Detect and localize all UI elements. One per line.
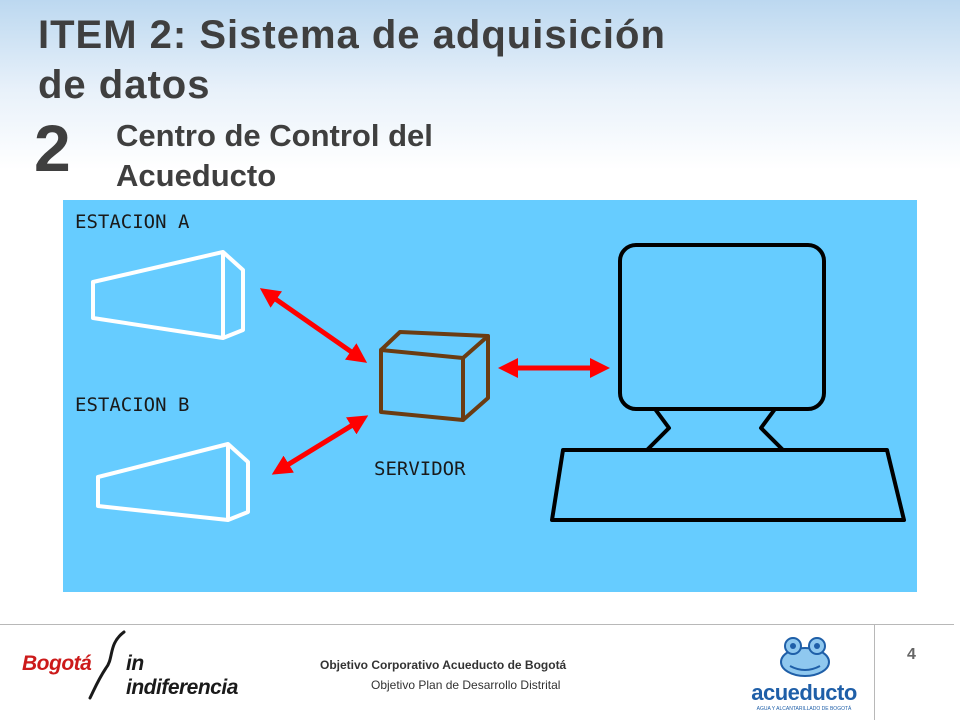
station-a-icon — [91, 250, 245, 340]
slide-subtitle: Centro de Control del Acueducto — [116, 116, 433, 196]
arrow-station-b-server — [271, 415, 369, 475]
logo-wordmark: acueducto — [751, 680, 857, 705]
slide-subtitle-line2: Acueducto — [116, 158, 277, 193]
page-number: 4 — [907, 646, 916, 663]
slide-title-line1: ITEM 2: Sistema de adquisición — [38, 13, 666, 57]
arrow-station-a-server — [259, 288, 368, 363]
footer-corporate-objective: Objetivo Corporativo Acueducto de Bogotá — [320, 658, 567, 672]
station-a-label: ESTACION A — [75, 211, 190, 233]
slide-title-line2: de datos — [38, 63, 211, 107]
footer-vertical-divider — [874, 624, 875, 720]
keyboard-icon — [550, 448, 906, 522]
bogota-brand: Bogotá in indiferencia — [22, 628, 242, 700]
server-box-icon — [379, 330, 490, 422]
server-label: SERVIDOR — [374, 458, 466, 480]
item-number: 2 — [34, 111, 71, 185]
brand-swoosh-icon — [88, 630, 126, 700]
station-b-icon — [96, 442, 250, 522]
frog-logo-icon — [780, 637, 830, 677]
brand-indiferencia: in indiferencia — [126, 652, 238, 699]
station-b-label: ESTACION B — [75, 394, 190, 416]
footer-plan-objective: Objetivo Plan de Desarrollo Distrital — [371, 678, 561, 692]
slide-title: ITEM 2: Sistema de adquisición de datos — [38, 10, 918, 110]
diagram-canvas — [91, 243, 906, 522]
acueducto-logo: acueducto AGUA Y ALCANTARILLADO DE BOGOT… — [742, 636, 866, 716]
footer-divider — [0, 624, 954, 625]
logo-tagline: AGUA Y ALCANTARILLADO DE BOGOTÁ — [756, 706, 852, 712]
computer-monitor-icon — [618, 243, 826, 452]
diagram-panel: ESTACION A ESTACION B SERVIDOR — [63, 200, 917, 592]
slide-subtitle-line1: Centro de Control del — [116, 118, 433, 153]
brand-bogota: Bogotá — [22, 652, 92, 675]
